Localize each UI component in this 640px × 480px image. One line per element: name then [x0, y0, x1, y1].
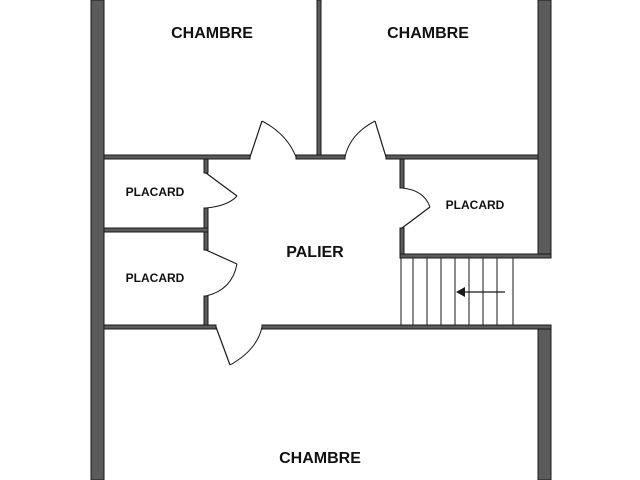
wall-bedroom-divider: [316, 0, 322, 159]
wall-outer-left: [90, 0, 105, 480]
wall-bottom-bedroom-top-right: [261, 324, 552, 330]
stair-outline: [400, 257, 514, 326]
wall-bottom-bedroom-top-left: [103, 324, 217, 330]
doors: [205, 120, 431, 366]
staircase: [400, 257, 514, 326]
wall-closet-right-front-b: [399, 227, 405, 255]
room-label-bedroom-top-right: CHAMBRE: [387, 25, 469, 42]
room-label-bedroom-bottom: CHAMBRE: [279, 450, 361, 467]
wall-closets-divider: [103, 227, 209, 233]
wall-outer-right: [537, 0, 552, 259]
wall-closet-top-front-a: [203, 158, 209, 174]
room-label-closet-top-left: PLACARD: [126, 185, 185, 199]
door-bedroom-top-right: [344, 120, 387, 158]
door-closet-bottom-left: [205, 249, 238, 297]
wall-closet-right-front-a: [399, 158, 405, 189]
room-label-landing: PALIER: [286, 244, 344, 261]
door-closet-right: [401, 187, 431, 229]
room-labels: CHAMBRE CHAMBRE PLACARD PLACARD PALIER P…: [126, 25, 505, 467]
wall-closet-right-bottom: [399, 253, 552, 259]
wall-closet-top-front-b: [203, 207, 209, 229]
wall-bedrooms-bottom-left: [103, 154, 251, 160]
door-closet-top-left: [205, 172, 238, 209]
wall-bedrooms-bottom-right: [385, 154, 539, 160]
wall-closet-bottom-front-b: [203, 295, 209, 327]
door-bedroom-top-left: [249, 120, 297, 158]
room-label-closet-bottom-left: PLACARD: [126, 271, 185, 285]
left-arrow-icon: [456, 287, 505, 297]
walls: [90, 0, 552, 480]
wall-bedrooms-bottom-mid: [295, 154, 346, 160]
wall-closet-bottom-front-a: [203, 231, 209, 251]
door-bedroom-bottom: [215, 326, 263, 366]
room-label-closet-right: PLACARD: [446, 198, 505, 212]
room-label-bedroom-top-left: CHAMBRE: [171, 25, 253, 42]
wall-bottom-right: [537, 324, 552, 480]
